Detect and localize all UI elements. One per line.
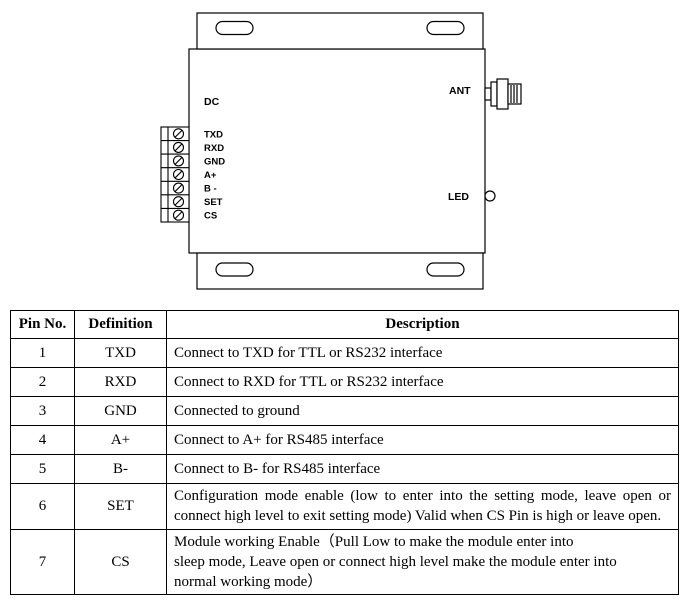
definition-cell: SET	[74, 483, 167, 530]
device-body	[188, 48, 486, 254]
mounting-slot	[426, 20, 465, 36]
definition-cell: A+	[74, 425, 167, 455]
led-indicator	[484, 190, 496, 202]
table-row: 1 TXD Connect to TXD for TTL or RS232 in…	[10, 338, 679, 368]
mounting-slot	[215, 20, 254, 36]
pin-number-cell: 5	[10, 454, 75, 484]
header-pin-no: Pin No.	[10, 310, 75, 339]
header-description: Description	[166, 310, 679, 339]
screw-terminal	[172, 155, 185, 167]
screw-terminal	[172, 209, 185, 221]
dc-label: DC	[204, 96, 220, 108]
pin-definition-table: Pin No. Definition Description 1 TXD Con…	[10, 310, 679, 596]
pin-number-cell: 2	[10, 367, 75, 397]
mounting-slot	[426, 262, 465, 277]
pin-label-txd: TXD	[204, 129, 223, 140]
pin-number-cell: 1	[10, 338, 75, 368]
bottom-mounting-flange	[196, 252, 484, 290]
pin-label-set: SET	[204, 197, 223, 208]
description-cell: Connected to ground	[166, 396, 679, 426]
pin-label-gnd: GND	[204, 156, 225, 167]
definition-cell: GND	[74, 396, 167, 426]
definition-cell: TXD	[74, 338, 167, 368]
table-row: 4 A+ Connect to A+ for RS485 interface	[10, 425, 679, 455]
pin-label-a-plus: A+	[204, 170, 217, 181]
pin-label-cs: CS	[204, 211, 217, 222]
ant-label: ANT	[449, 85, 471, 97]
screw-terminal	[172, 196, 185, 208]
mounting-slot	[215, 262, 254, 277]
pin-number-cell: 3	[10, 396, 75, 426]
terminal-block	[160, 126, 190, 223]
table-row: 3 GND Connected to ground	[10, 396, 679, 426]
description-cell: Connect to TXD for TTL or RS232 interfac…	[166, 338, 679, 368]
definition-cell: RXD	[74, 367, 167, 397]
pin-number-cell: 6	[10, 483, 75, 530]
definition-cell: CS	[74, 528, 167, 596]
description-cell: Connect to RXD for TTL or RS232 interfac…	[166, 367, 679, 397]
description-cell: Connect to A+ for RS485 interface	[166, 425, 679, 455]
header-definition: Definition	[74, 310, 167, 339]
pin-label-rxd: RXD	[204, 143, 224, 154]
screw-terminal	[172, 128, 185, 140]
pin-number-cell: 4	[10, 425, 75, 455]
pin-number-cell: 7	[10, 528, 75, 596]
screw-terminal	[172, 182, 185, 194]
table-row: 7 CS Module working Enable（Pull Low to m…	[10, 528, 679, 596]
screw-terminal	[172, 141, 185, 153]
description-cell: Configuration mode enable (low to enter …	[166, 483, 679, 530]
top-mounting-flange	[196, 12, 484, 50]
pin-label-b-minus: B -	[204, 184, 217, 195]
antenna-connector	[484, 78, 522, 110]
table-header-row: Pin No. Definition Description	[10, 310, 679, 339]
screw-terminal	[172, 168, 185, 181]
led-label: LED	[448, 191, 469, 203]
table-row: 6 SET Configuration mode enable (low to …	[10, 483, 679, 530]
description-cell: Connect to B- for RS485 interface	[166, 454, 679, 484]
definition-cell: B-	[74, 454, 167, 484]
table-row: 5 B- Connect to B- for RS485 interface	[10, 454, 679, 484]
device-diagram: DC ANT LED TXD RXD GND A+ B - SET CS	[0, 0, 689, 300]
table-row: 2 RXD Connect to RXD for TTL or RS232 in…	[10, 367, 679, 397]
description-cell: Module working Enable（Pull Low to make t…	[166, 528, 679, 596]
